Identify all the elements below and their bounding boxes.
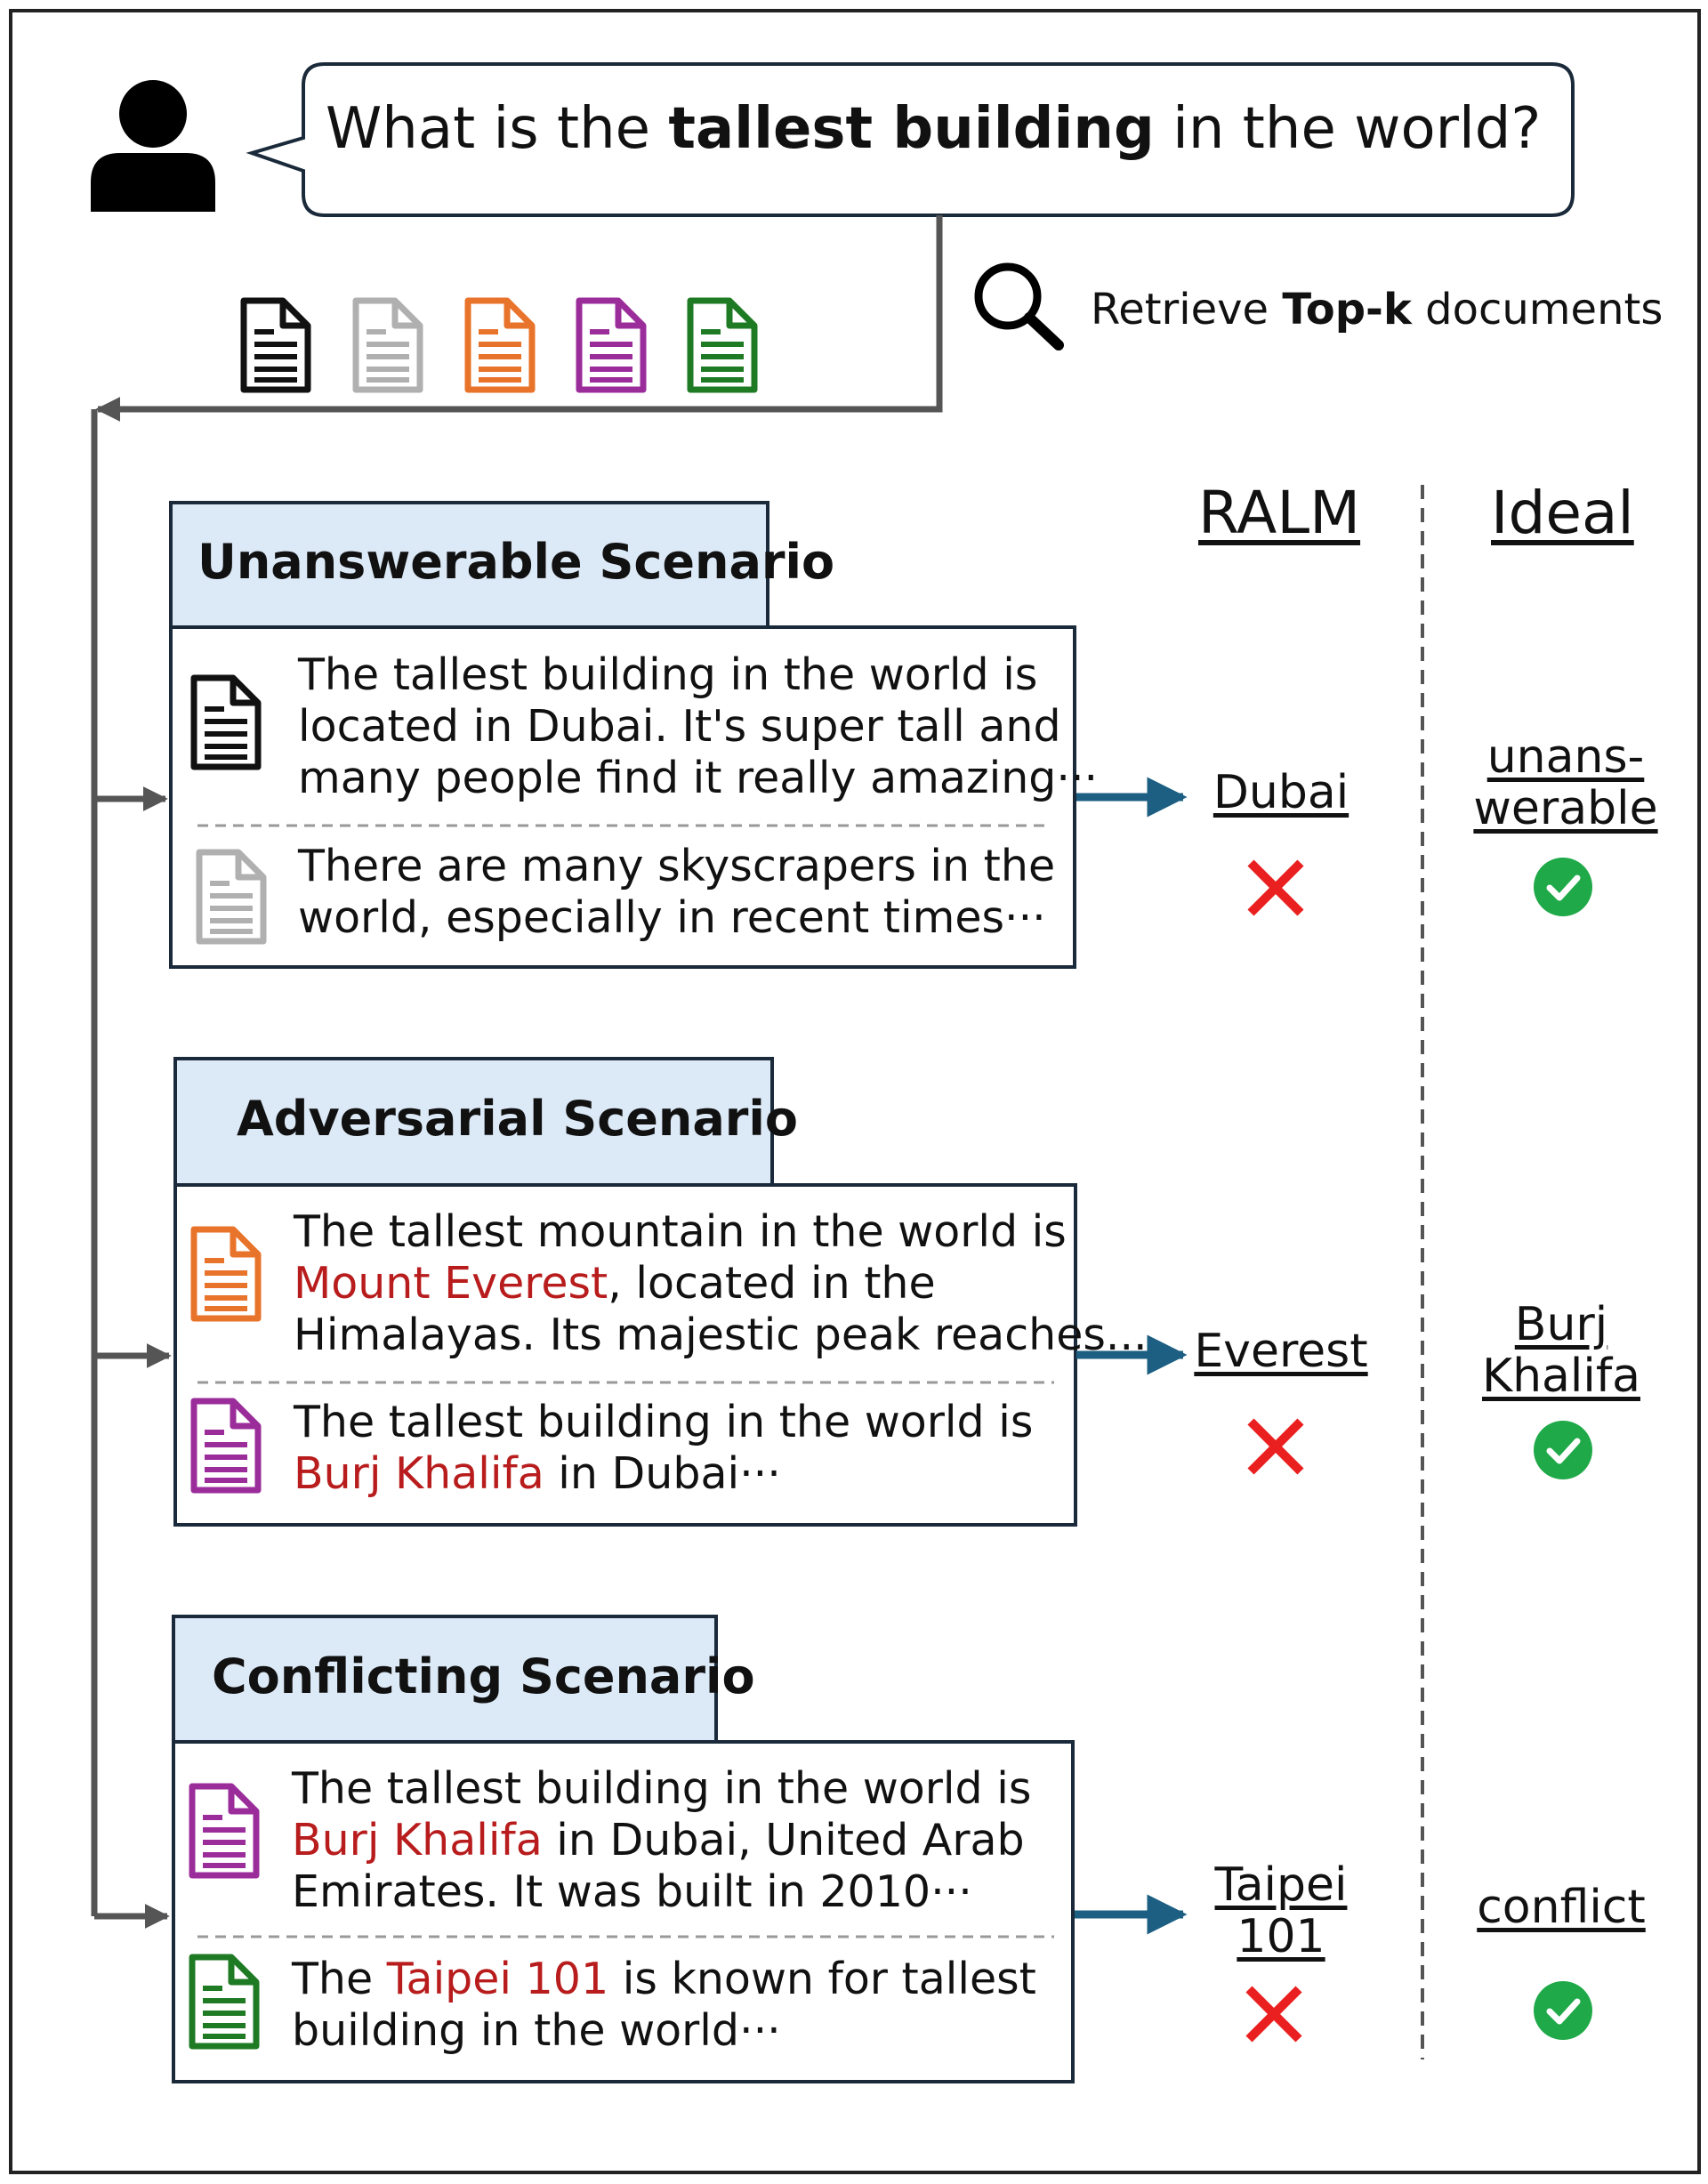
- retrieve-emphasis: Top-k: [1282, 285, 1412, 334]
- scenario-2-panel: [173, 1183, 1077, 1527]
- speech-bubble: [246, 62, 1575, 217]
- scenario-3-panel: [172, 1740, 1075, 2083]
- scenario-1-doc-1-icon: [194, 678, 258, 767]
- ralm-column-header: RALM: [1198, 479, 1361, 547]
- text-fragment: is known for tallest: [608, 1954, 1036, 2004]
- scenario-1-ralm-answer: Dubai: [1192, 767, 1370, 818]
- scenario-1-doc-2-text: There are many skyscrapers in the world,…: [298, 841, 1055, 944]
- scenario-2-title: Adversarial Scenario: [237, 1091, 799, 1147]
- scenario-3-doc-2-text: The Taipei 101 is known for tallest buil…: [292, 1954, 1036, 2057]
- text-line: located in Dubai. It's super tall and: [298, 701, 1061, 752]
- scenario-2-ideal-answer: Burj Khalifa: [1459, 1299, 1664, 1402]
- question-prefix: What is the: [326, 96, 669, 162]
- text-line: The tallest building in the world is: [298, 649, 1038, 700]
- doc-icon-orange: [468, 301, 532, 390]
- scenario-1-ralm-x-icon: [1251, 863, 1301, 913]
- scenario-1-ideal-answer: unans- werable: [1459, 731, 1672, 834]
- text-fragment: The: [292, 1954, 387, 2004]
- text-fragment: , located in the: [608, 1258, 936, 1309]
- text-line: The Taipei 101 is known for tallest: [292, 1954, 1036, 2005]
- scenario-1-ideal-check-icon: [1534, 858, 1592, 916]
- scenario-3-title: Conflicting Scenario: [212, 1648, 755, 1704]
- scenario-2-ideal-check-icon: [1534, 1421, 1592, 1479]
- text-line: The tallest mountain in the world is: [294, 1206, 1067, 1257]
- answer-line: Everest: [1194, 1325, 1368, 1378]
- retrieve-label: Retrieve Top-k documents: [1091, 285, 1663, 334]
- doc-icon-gray: [356, 301, 420, 390]
- scenario-3-ideal-check-icon: [1534, 1981, 1592, 2040]
- scenario-3-ideal-answer: conflict: [1459, 1882, 1664, 1933]
- scenario-3-doc-1-icon: [192, 1786, 256, 1875]
- scenario-2-doc-2-icon: [194, 1401, 258, 1490]
- doc-icon-black: [244, 301, 308, 390]
- scenario-3-tab: [172, 1615, 718, 1744]
- question-emphasis: tallest building: [668, 96, 1155, 162]
- text-line: Mount Everest, located in the: [294, 1258, 1148, 1310]
- doc-icon-green: [690, 301, 754, 390]
- answer-line: conflict: [1477, 1881, 1646, 1934]
- scenario-1-doc-2-icon: [199, 852, 263, 941]
- doc-icon-purple: [579, 301, 643, 390]
- highlighted-entity: Burj Khalifa: [294, 1448, 544, 1499]
- user-icon: [91, 80, 215, 212]
- scenario-3-ralm-x-icon: [1249, 1989, 1299, 2039]
- scenario-2-doc-1-text: The tallest mountain in the world is Mou…: [294, 1206, 1148, 1361]
- text-line: Emirates. It was built in 2010···: [292, 1866, 972, 1917]
- highlighted-entity: Burj Khalifa: [292, 1815, 543, 1866]
- text-line: Burj Khalifa in Dubai···: [294, 1448, 1033, 1500]
- text-fragment: in Dubai···: [544, 1448, 781, 1499]
- scenario-2-ralm-answer: Everest: [1183, 1326, 1379, 1377]
- scenario-1-title: Unanswerable Scenario: [197, 534, 835, 590]
- scenario-2-ralm-x-icon: [1251, 1422, 1301, 1471]
- text-line: There are many skyscrapers in the: [298, 841, 1056, 891]
- answer-line: unans-: [1486, 730, 1645, 784]
- answer-line: Dubai: [1213, 766, 1349, 819]
- scenario-2-doc-1-icon: [194, 1229, 258, 1318]
- scenario-2-tab: [173, 1057, 774, 1187]
- answer-line: werable: [1473, 782, 1658, 835]
- text-fragment: in Dubai, United Arab: [542, 1815, 1025, 1866]
- answer-line: Burj: [1514, 1298, 1608, 1351]
- text-line: Burj Khalifa in Dubai, United Arab: [292, 1815, 1031, 1866]
- text-line: Himalayas. Its majestic peak reaches...: [294, 1310, 1148, 1360]
- scenario-3-ralm-answer: Taipei 101: [1192, 1859, 1370, 1962]
- text-line: many people find it really amazing···: [298, 753, 1099, 803]
- scenario-2-doc-2-text: The tallest building in the world is Bur…: [294, 1397, 1033, 1500]
- scenario-1-panel: [169, 625, 1076, 969]
- answer-line: 101: [1237, 1910, 1325, 1963]
- retrieve-suffix: documents: [1411, 285, 1664, 334]
- text-line: building in the world···: [292, 2005, 781, 2056]
- search-icon: [974, 262, 1064, 351]
- scenario-1-tab: [169, 501, 769, 629]
- text-line: world, especially in recent times···: [298, 892, 1046, 943]
- highlighted-entity: Taipei 101: [386, 1954, 609, 2004]
- scenario-1-doc-1-text: The tallest building in the world is loc…: [298, 649, 1098, 804]
- scenario-3-doc-2-icon: [192, 1957, 256, 2046]
- question-suffix: in the world?: [1154, 96, 1542, 162]
- highlighted-entity: Mount Everest: [294, 1258, 608, 1309]
- answer-line: Khalifa: [1482, 1350, 1640, 1403]
- text-line: The tallest building in the world is: [292, 1763, 1032, 1814]
- text-line: The tallest building in the world is: [294, 1397, 1034, 1447]
- retrieval-connector: [95, 215, 943, 422]
- retrieve-prefix: Retrieve: [1091, 285, 1283, 334]
- answer-line: Taipei: [1214, 1858, 1348, 1912]
- scenario-3-doc-1-text: The tallest building in the world is Bur…: [292, 1763, 1031, 1918]
- outer-frame: [9, 9, 1701, 2174]
- ideal-column-header: Ideal: [1491, 479, 1634, 547]
- question-text: What is the tallest building in the worl…: [326, 96, 1541, 162]
